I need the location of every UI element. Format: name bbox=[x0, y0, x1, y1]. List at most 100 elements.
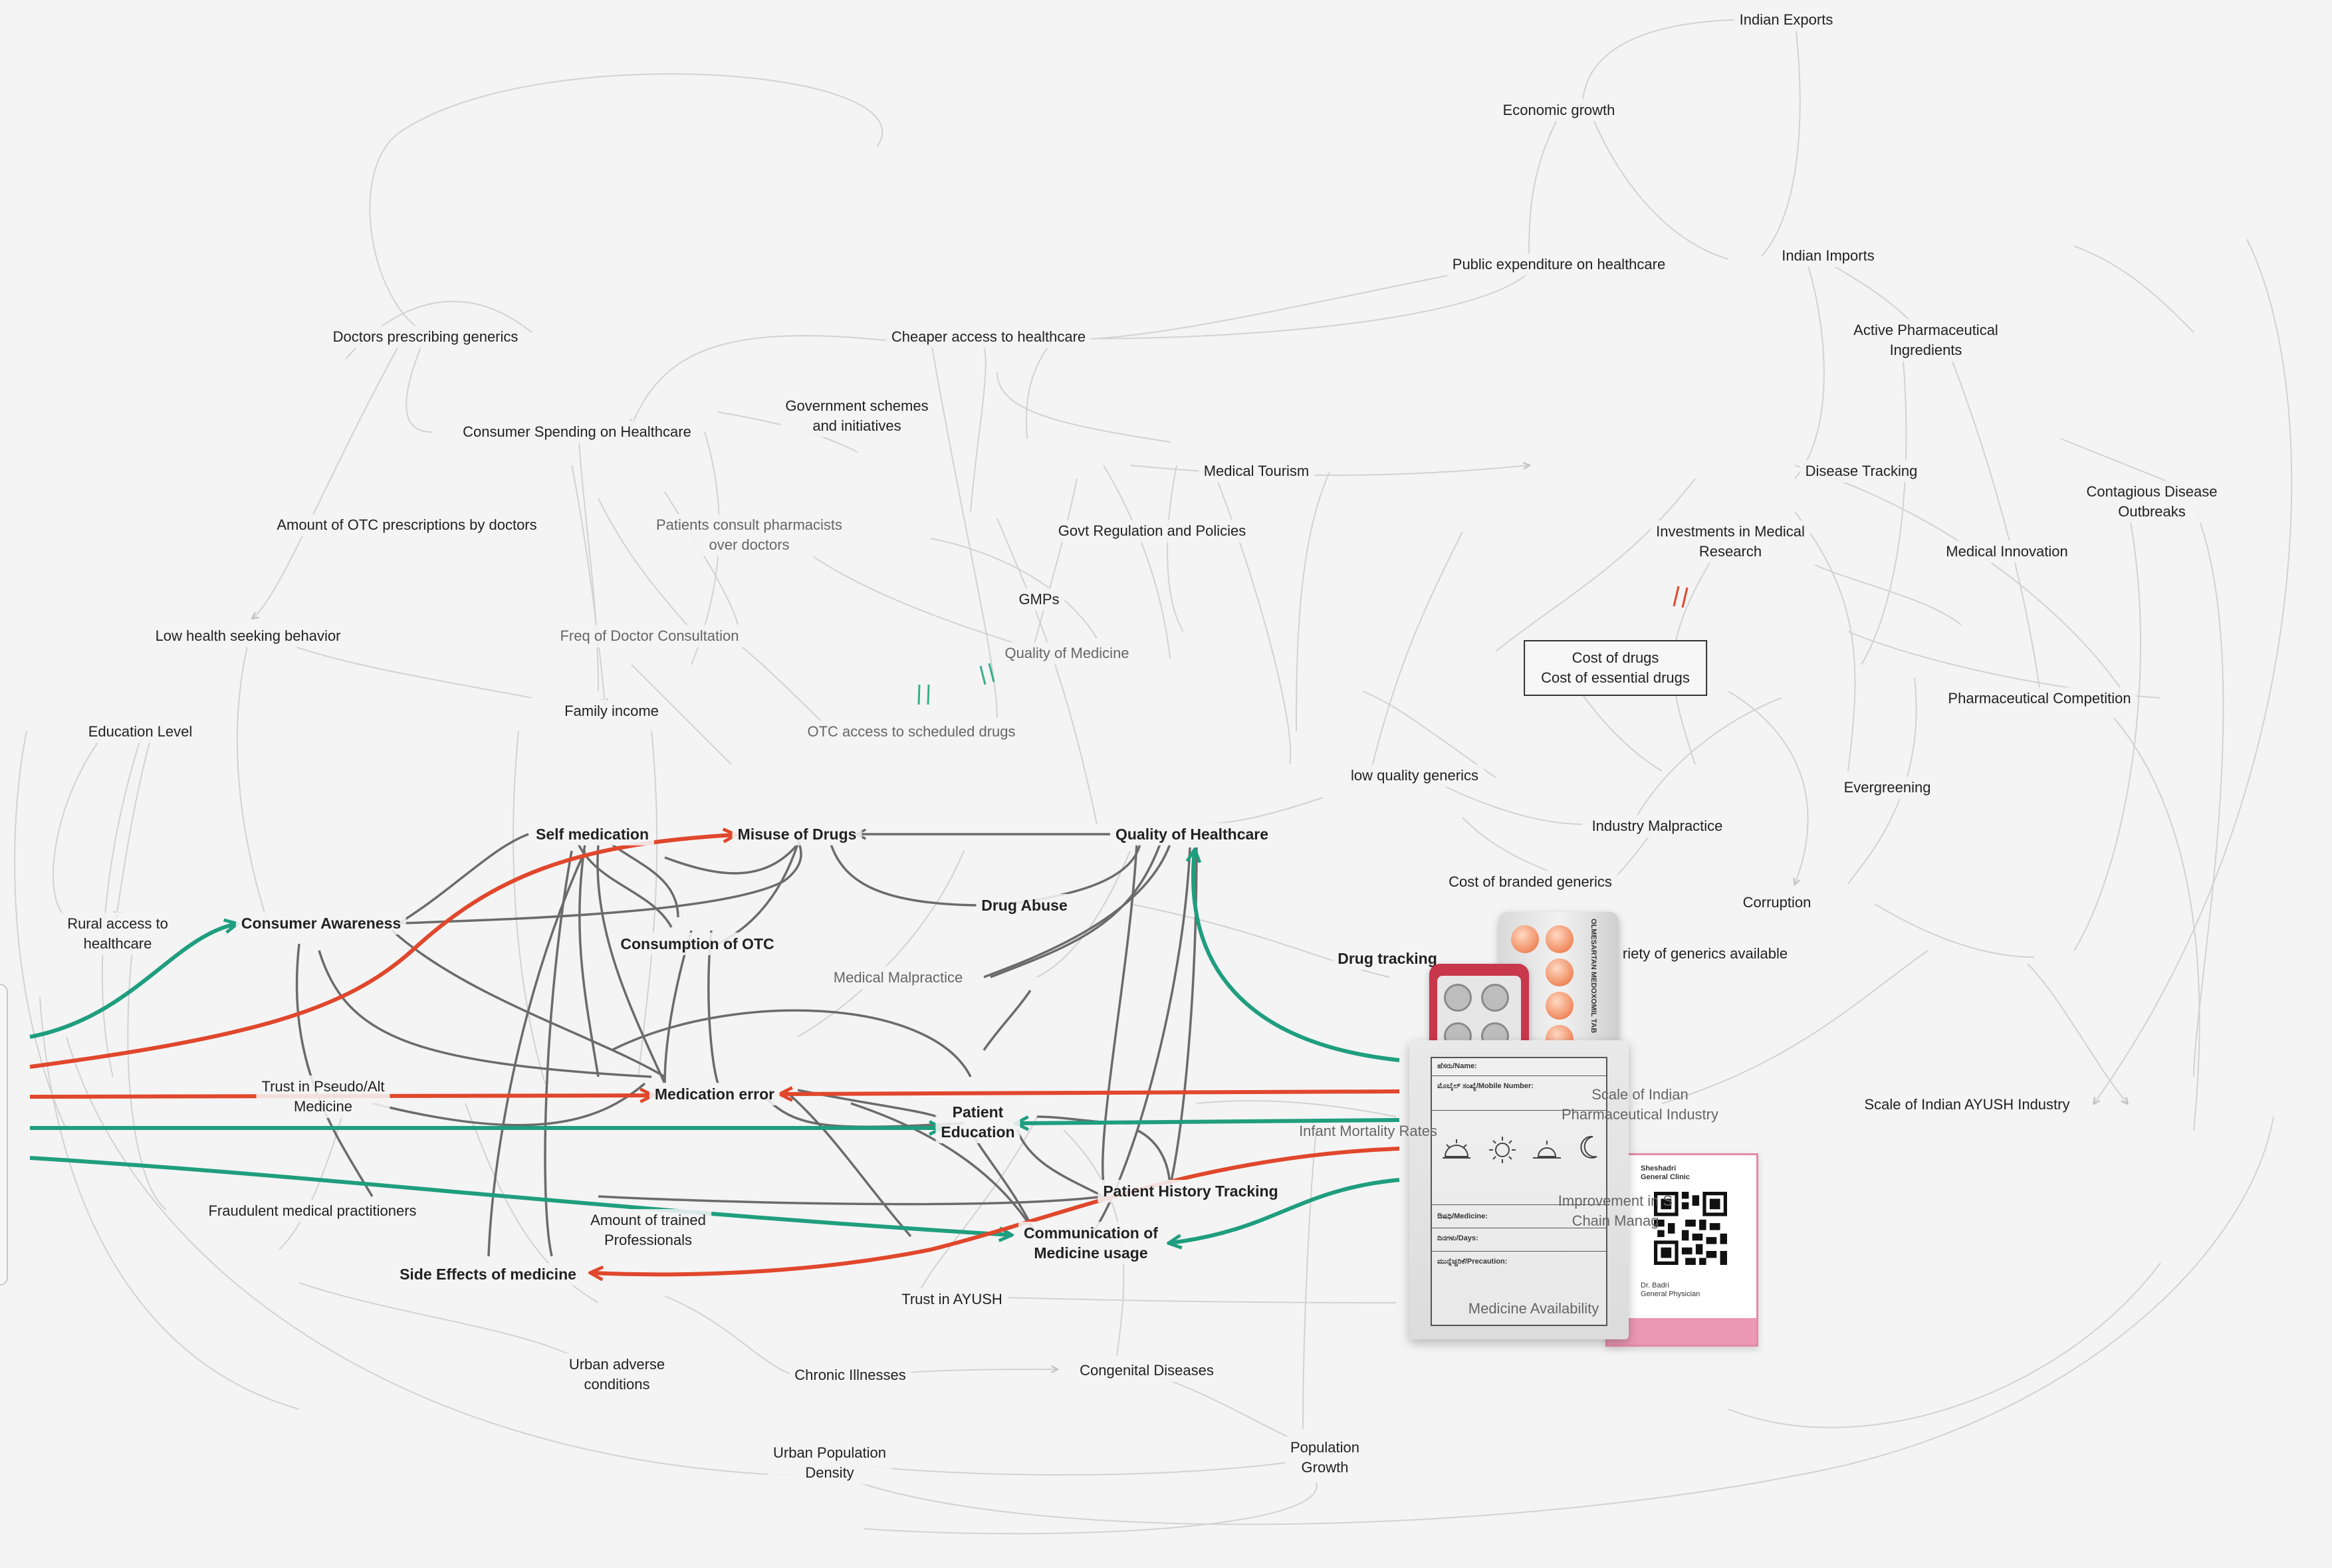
medicine-pouch: ಹೆಸರು/Name: ಮೊಬೈಲ್ ಸಂಖ್ಯೆ/Mobile Number:… bbox=[1409, 1040, 1629, 1339]
noon-sun-icon bbox=[1489, 1137, 1516, 1163]
link-left-misuse-of-drugs bbox=[29, 835, 735, 1069]
node-label: Amount of OTC prescriptions by doctors bbox=[277, 516, 537, 533]
node-label-line2: Ingredients bbox=[1889, 342, 1962, 358]
node-label: Contagious Disease bbox=[2086, 483, 2218, 500]
node-label: Scale of Indian AYUSH Industry bbox=[1864, 1096, 2070, 1113]
node-self-medication: Self medication bbox=[530, 823, 654, 845]
node-label: Side Effects of medicine bbox=[400, 1266, 576, 1283]
node-label: Freq of Doctor Consultation bbox=[560, 627, 739, 644]
node-label-line2: and initiatives bbox=[812, 417, 901, 434]
node-education-level: Education Level bbox=[82, 721, 198, 743]
link-image-quality-healthcare bbox=[1193, 851, 1400, 1062]
node-indian-imports: Indian Imports bbox=[1776, 245, 1880, 267]
node-label: Patient History Tracking bbox=[1103, 1182, 1278, 1200]
node-medication-error: Medication error bbox=[649, 1083, 780, 1105]
night-moon-icon bbox=[1580, 1135, 1597, 1159]
node-label-line2: Medicine usage bbox=[1034, 1244, 1148, 1262]
mobile-field-label: ಮೊಬೈಲ್ ಸಂಖ್ಯೆ/Mobile Number: bbox=[1437, 1082, 1534, 1090]
days-field-label: ದಿನಗಳು/Days: bbox=[1437, 1234, 1478, 1242]
node-drug-tracking: Drug tracking bbox=[1332, 947, 1443, 970]
node-label: Pharmaceutical Competition bbox=[1948, 690, 2131, 707]
node-industry-malpractice: Industry Malpractice bbox=[1586, 815, 1728, 838]
node-side-effects: Side Effects of medicine bbox=[394, 1263, 582, 1286]
node-misuse-of-drugs: Misuse of Drugs bbox=[732, 823, 862, 845]
node-label-line2: Outbreaks bbox=[2118, 503, 2186, 520]
node-label: Economic growth bbox=[1502, 102, 1615, 118]
node-label-line2: Education bbox=[941, 1123, 1015, 1141]
node-label: Investments in Medical bbox=[1656, 523, 1805, 540]
node-label: Medical Tourism bbox=[1203, 463, 1310, 479]
node-consumer-spending: Consumer Spending on Healthcare bbox=[457, 421, 697, 443]
link-left-communication bbox=[29, 1156, 1010, 1235]
node-label-line2: conditions bbox=[584, 1376, 650, 1393]
name-field-label: ಹೆಸರು/Name: bbox=[1437, 1062, 1477, 1070]
node-freq-doctor: Freq of Doctor Consultation bbox=[554, 625, 745, 647]
node-variety-generics: riety of generics available bbox=[1617, 943, 1794, 965]
node-consumption-otc: Consumption of OTC bbox=[615, 933, 780, 955]
node-pharma-competition: Pharmaceutical Competition bbox=[1942, 687, 2137, 710]
node-label-line2: Chain Manag bbox=[1572, 1212, 1659, 1229]
node-label: Chronic Illnesses bbox=[794, 1367, 906, 1383]
node-label: Indian Imports bbox=[1782, 247, 1875, 264]
node-family-income: Family income bbox=[559, 700, 664, 723]
node-medical-malpractice: Medical Malpractice bbox=[828, 966, 969, 989]
node-label: Quality of Healthcare bbox=[1115, 826, 1269, 843]
node-label: Medication error bbox=[654, 1085, 775, 1103]
node-label: Industry Malpractice bbox=[1591, 818, 1723, 834]
link-left-consumer-awareness bbox=[29, 924, 236, 1039]
node-label-line2: healthcare bbox=[83, 935, 152, 952]
node-corruption: Corruption bbox=[1737, 891, 1817, 914]
node-label: Quality of Medicine bbox=[1004, 645, 1129, 661]
node-label: Misuse of Drugs bbox=[737, 826, 857, 843]
node-medical-innovation: Medical Innovation bbox=[1940, 540, 2073, 563]
evening-sun-icon bbox=[1533, 1141, 1561, 1159]
node-patient-history: Patient History Tracking bbox=[1098, 1180, 1284, 1202]
strip-brand-label: OLMESARTAN MEDOXOMIL TAB bbox=[1589, 919, 1597, 1034]
node-label: OTC access to scheduled drugs bbox=[807, 723, 1016, 740]
node-medical-tourism: Medical Tourism bbox=[1198, 460, 1315, 483]
node-trust-ayush: Trust in AYUSH bbox=[896, 1288, 1008, 1311]
node-low-quality-generics: low quality generics bbox=[1345, 764, 1484, 787]
node-label: Disease Tracking bbox=[1805, 463, 1918, 479]
left-edge-fragment bbox=[0, 984, 8, 1286]
node-indian-exports: Indian Exports bbox=[1734, 9, 1839, 31]
node-public-expenditure: Public expenditure on healthcare bbox=[1447, 253, 1671, 276]
node-label-line2: Pharmaceutical Industry bbox=[1562, 1106, 1718, 1123]
medicine-field-label: ಔಷಧಿ/Medicine: bbox=[1437, 1212, 1488, 1220]
node-improvement-supply: Improvement in S Chain Manag bbox=[1553, 1190, 1678, 1232]
node-label: Public expenditure on healthcare bbox=[1452, 256, 1666, 273]
node-label: Improvement in S bbox=[1558, 1192, 1673, 1209]
node-fraudulent-practitioners: Fraudulent medical practitioners bbox=[203, 1200, 422, 1222]
node-label: GMPs bbox=[1018, 591, 1060, 608]
node-label: Population bbox=[1290, 1439, 1359, 1456]
node-quality-medicine: Quality of Medicine bbox=[999, 642, 1135, 665]
node-otc-prescriptions: Amount of OTC prescriptions by doctors bbox=[271, 514, 542, 536]
node-medicine-availability: Medicine Availability bbox=[1463, 1297, 1604, 1320]
precaution-field-label: ಮುನ್ನೆಚ್ಚರಿಕೆ/Precaution: bbox=[1437, 1258, 1508, 1266]
node-label: Patient bbox=[952, 1103, 1004, 1121]
node-label: Consumer Spending on Healthcare bbox=[463, 423, 691, 440]
node-label-line2: Professionals bbox=[604, 1232, 693, 1248]
node-label: Cost of branded generics bbox=[1449, 873, 1612, 890]
link-image-patient-education bbox=[1017, 1120, 1400, 1123]
node-label: Consumption of OTC bbox=[620, 935, 774, 952]
node-label: Trust in AYUSH bbox=[901, 1291, 1002, 1307]
node-cheaper-access: Cheaper access to healthcare bbox=[885, 326, 1092, 348]
node-label: Low health seeking behavior bbox=[155, 627, 341, 644]
morning-sun-icon bbox=[1443, 1139, 1470, 1159]
node-label: Doctors prescribing generics bbox=[332, 328, 519, 345]
